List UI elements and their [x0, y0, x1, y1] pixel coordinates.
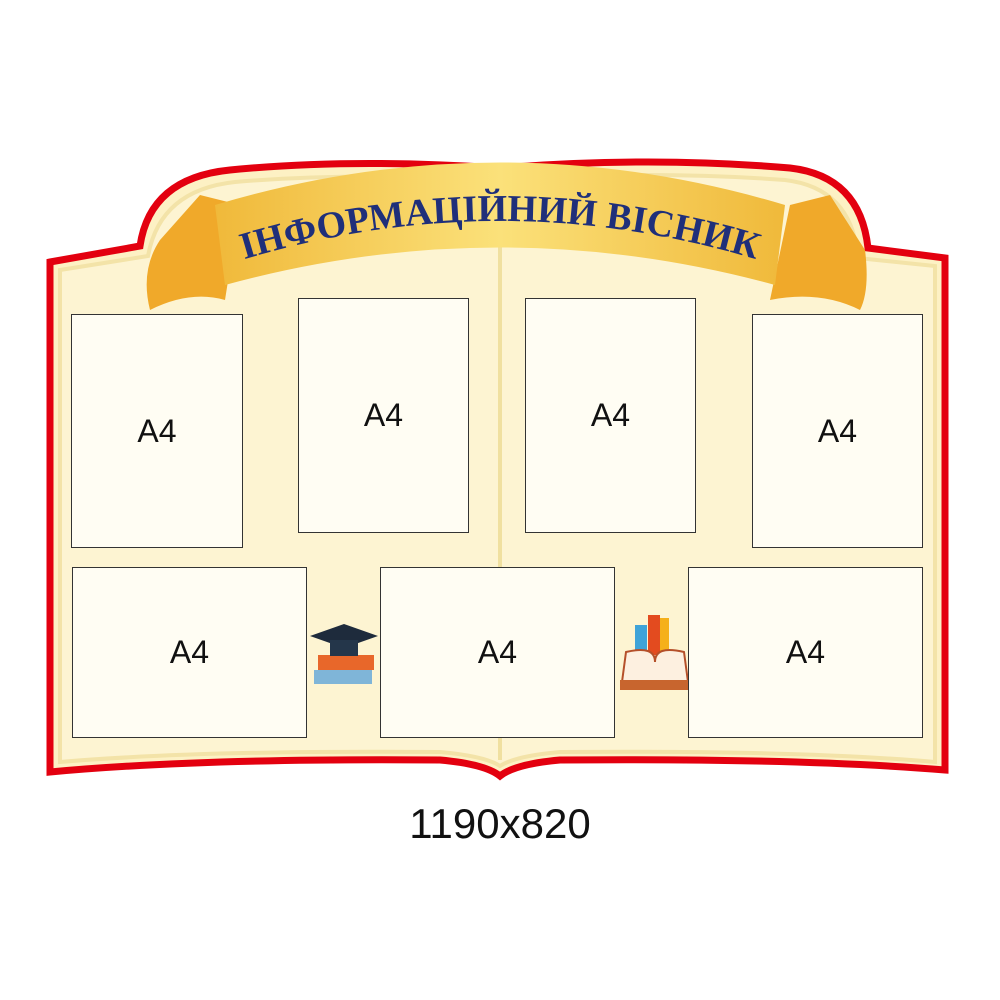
graduation-cap-books-icon [310, 624, 378, 684]
a4-pocket: A4 [380, 567, 615, 738]
a4-pocket: A4 [688, 567, 923, 738]
title-ribbon [215, 162, 785, 285]
pocket-label: A4 [169, 634, 210, 670]
pocket-label: A4 [137, 412, 177, 449]
ribbon-left-tail [146, 195, 240, 310]
a4-pocket: A4 [72, 567, 307, 738]
pocket-label: A4 [363, 397, 404, 433]
dimensions-label: 1190x820 [409, 800, 591, 847]
a4-pocket: A4 [71, 314, 243, 548]
a4-pocket: A4 [525, 298, 696, 533]
pocket-label: A4 [785, 634, 826, 670]
open-book-icon [620, 615, 690, 690]
pocket-label: A4 [590, 397, 631, 433]
a4-pocket: A4 [298, 298, 469, 533]
pocket-label: A4 [477, 634, 518, 670]
pocket-label: A4 [817, 412, 858, 449]
ribbon-right-tail [770, 195, 867, 310]
a4-pocket: A4 [752, 314, 923, 548]
